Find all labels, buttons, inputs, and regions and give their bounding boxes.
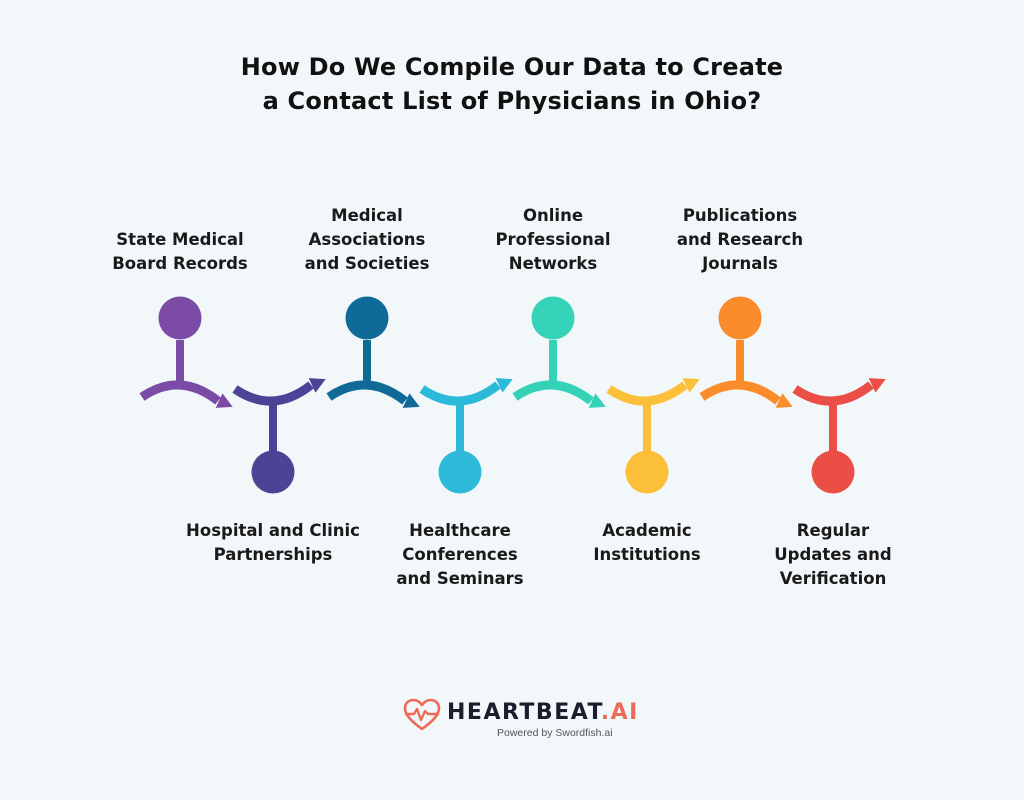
brand-main: HEARTBEAT	[447, 700, 601, 725]
connector-arc-8	[792, 381, 874, 406]
step-label-line: Journals	[702, 254, 778, 273]
step-label-line: and Research	[676, 230, 804, 249]
title-line-2: a Contact List of Physicians in Ohio?	[262, 87, 762, 115]
step-label-line: and Societies	[304, 254, 430, 273]
step-marker-3	[326, 296, 420, 408]
connector-arc-3	[326, 380, 408, 405]
arrowhead-icon	[588, 393, 606, 408]
step-label-line: Partnerships	[213, 545, 333, 564]
step-label-line: Healthcare	[409, 521, 511, 540]
step-label-line: Verification	[779, 569, 887, 588]
step-label-line: Institutions	[593, 545, 701, 564]
arrowhead-icon	[868, 378, 886, 393]
arrowhead-icon	[682, 378, 700, 393]
arrowhead-icon	[402, 393, 420, 408]
step-node-5	[531, 296, 575, 340]
step-label-line: Board Records	[112, 254, 248, 273]
step-marker-1	[139, 296, 233, 408]
step-label-line: Conferences	[402, 545, 518, 564]
connector-arc-6	[606, 381, 688, 406]
arrowhead-icon	[308, 378, 326, 393]
step-label-line: Associations	[308, 230, 426, 249]
step-node-7	[718, 296, 762, 340]
arrowhead-icon	[495, 378, 513, 393]
step-marker-4	[419, 378, 513, 494]
step-label-line: Updates and	[774, 545, 892, 564]
brand-accent: .AI	[600, 700, 639, 725]
step-marker-6	[606, 378, 700, 494]
brand-logo-text: HEARTBEAT.AI	[447, 700, 639, 725]
step-node-2	[251, 450, 295, 494]
step-marker-8	[792, 378, 886, 494]
connector-arc-5	[512, 380, 594, 405]
heart-pulse-icon	[403, 698, 441, 731]
connector-arc-4	[419, 381, 501, 406]
step-label-line: and Seminars	[396, 569, 524, 588]
step-label-line: Medical	[331, 206, 403, 225]
step-label-line: Regular	[796, 521, 870, 540]
connector-arc-2	[232, 381, 314, 406]
step-label-line: Networks	[508, 254, 598, 273]
step-node-3	[345, 296, 389, 340]
step-label-line: Publications	[682, 206, 798, 225]
step-label-line: Professional	[495, 230, 611, 249]
title-line-1: How Do We Compile Our Data to Create	[240, 53, 784, 81]
step-label-line: Online	[522, 206, 584, 225]
step-label-line: Academic	[602, 521, 692, 540]
step-node-6	[625, 450, 669, 494]
step-marker-5	[512, 296, 606, 408]
arrowhead-icon	[775, 393, 793, 408]
brand-tagline: Powered by Swordfish.ai	[497, 727, 613, 739]
step-node-4	[438, 450, 482, 494]
step-node-1	[158, 296, 202, 340]
connector-arc-7	[699, 380, 781, 405]
arrowhead-icon	[215, 393, 233, 408]
step-label-line: Hospital and Clinic	[186, 521, 360, 540]
step-marker-2	[232, 378, 326, 494]
step-node-8	[811, 450, 855, 494]
step-label-line: State Medical	[116, 230, 244, 249]
page-title: How Do We Compile Our Data to Create a C…	[0, 50, 1024, 118]
connector-arc-1	[139, 380, 221, 405]
step-marker-7	[699, 296, 793, 408]
